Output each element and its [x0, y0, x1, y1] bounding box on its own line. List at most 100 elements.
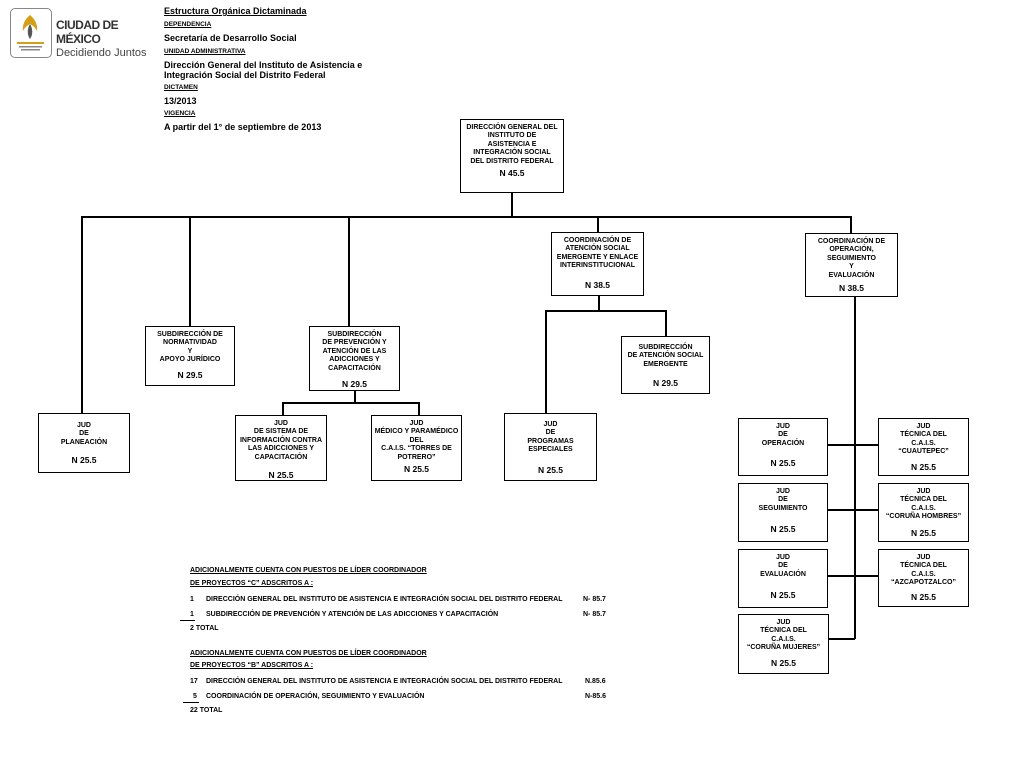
- logo-line1: CIUDAD DE MÉXICO: [56, 18, 119, 46]
- box-line: DE: [778, 496, 788, 504]
- box-line: JUD: [775, 554, 790, 561]
- notes-c-row1-level: N- 85.7: [583, 596, 606, 603]
- jud-coruna-mujeres-level: N 25.5: [770, 657, 797, 668]
- box-line: PLANEACIÓN: [60, 438, 108, 446]
- box-line: TÉCNICA DEL: [900, 496, 947, 504]
- dependencia-value: Secretaría de Desarrollo Social: [164, 33, 297, 43]
- notes-c-row2-underline: [180, 620, 195, 621]
- notes-c-row2-count: 1: [190, 611, 194, 618]
- box-line: “CORUÑA HOMBRES”: [885, 513, 962, 521]
- header-title: Estructura Orgánica Dictaminada: [164, 6, 307, 16]
- coordinacion-operacion-level: N 38.5: [838, 282, 865, 293]
- jud-azcapotzalco-level: N 25.5: [910, 591, 937, 602]
- box-line: C.A.I.S.: [911, 439, 936, 447]
- box-line: DE SISTEMA DE: [253, 428, 309, 436]
- notes-b-row2-underline: [183, 702, 199, 703]
- jud-sistema-level: N 25.5: [268, 469, 294, 480]
- logo-line2: Decidiendo Juntos: [56, 47, 147, 59]
- dictamen-value: 13/2013: [164, 96, 197, 106]
- vigencia-value: A partir del 1° de septiembre de 2013: [164, 122, 322, 132]
- notes-b-heading1: ADICIONALMENTE CUENTA CON PUESTOS DE LÍD…: [190, 650, 427, 657]
- box-line: JUD: [543, 421, 558, 428]
- notes-b-row1-count: 17: [190, 678, 198, 685]
- notes-b-row1-level: N.85.6: [585, 678, 606, 685]
- notes-b-row2-level: N-85.6: [585, 693, 607, 700]
- box-line: CAPACITACIÓN: [328, 364, 381, 372]
- box-line: OPERACIÓN,: [829, 246, 874, 254]
- box-line: INFORMACIÓN CONTRA: [239, 436, 323, 444]
- box-line: JUD: [916, 423, 931, 430]
- jud-planeacion-level: N 25.5: [71, 455, 97, 466]
- jud-cuautepec-level: N 25.5: [910, 461, 937, 472]
- box-line: INTERINSTITUCIONAL: [559, 262, 636, 270]
- box-line: DE: [79, 430, 89, 438]
- notes-b-row1-text: DIRECCIÓN GENERAL DEL INSTITUTO DE ASIST…: [206, 678, 563, 685]
- notes-c-row2-text: SUBDIRECCIÓN DE PREVENCIÓN Y ATENCIÓN DE…: [206, 611, 499, 618]
- notes-b-row2-count: 5: [193, 693, 197, 700]
- notes-b-heading2: DE PROYECTOS “B” ADSCRITOS A :: [190, 662, 314, 669]
- box-line: ADICCIONES Y: [329, 356, 380, 364]
- jud-seguimiento-level: N 25.5: [770, 524, 796, 535]
- box-line: “CUAUTEPEC”: [898, 448, 949, 456]
- box-line: SUBDIRECCIÓN: [327, 331, 382, 338]
- box-line: TÉCNICA DEL: [760, 627, 807, 635]
- jud-medico-level: N 25.5: [403, 463, 430, 474]
- box-line: NORMATIVIDAD: [163, 339, 217, 347]
- box-line: LAS ADICCIONES Y: [247, 445, 315, 453]
- logo-wordmark: CIUDAD DE MÉXICO Decidiendo Juntos: [56, 18, 152, 59]
- header-block: Estructura Orgánica Dictaminada DEPENDEN…: [164, 6, 464, 132]
- dictamen-label: DICTAMEN: [164, 84, 198, 91]
- jud-coruna-hombres-level: N 25.5: [910, 527, 937, 538]
- unidad-label: UNIDAD ADMINISTRATIVA: [164, 48, 246, 55]
- box-line: MÉDICO Y PARAMÉDICO: [374, 428, 459, 436]
- box-line: JUD: [775, 423, 790, 430]
- box-line: “CORUÑA MUJERES”: [746, 644, 821, 652]
- notes-c-heading1: ADICIONALMENTE CUENTA CON PUESTOS DE LÍD…: [190, 567, 427, 574]
- box-line: JUD: [76, 422, 91, 429]
- box-line: DEL DISTRITO FEDERAL: [470, 157, 554, 165]
- box-line: DIRECCIÓN GENERAL DEL: [466, 124, 558, 131]
- box-line: JUD: [916, 488, 931, 495]
- box-line: JUD: [273, 420, 288, 427]
- notes-c-heading2: DE PROYECTOS “C” ADSCRITOS A :: [190, 580, 314, 587]
- box-line: ESPECIALES: [528, 446, 573, 454]
- box-line: CAPACITACIÓN: [254, 453, 308, 461]
- box-line: COORDINACIÓN DE: [563, 237, 632, 244]
- box-line: ATENCIÓN DE LAS: [322, 347, 387, 355]
- box-line: EMERGENTE: [643, 360, 688, 368]
- box-line: SUBDIRECCIÓN: [638, 344, 693, 351]
- box-line: JUD: [409, 420, 424, 427]
- unidad-value-line2: Integración Social del Distrito Federal: [164, 70, 326, 80]
- box-line: DE: [778, 562, 788, 570]
- box-line: EMERGENTE Y ENLACE: [556, 253, 639, 261]
- box-line: DEL: [409, 436, 424, 444]
- notes-c-row2-level: N- 85.7: [583, 611, 606, 618]
- box-line: DE ATENCIÓN SOCIAL: [627, 352, 704, 360]
- notes-c-row1-text: DIRECCIÓN GENERAL DEL INSTITUTO DE ASIST…: [206, 596, 563, 603]
- notes-b-row2-text: COORDINACIÓN DE OPERACIÓN, SEGUIMIENTO Y…: [206, 693, 425, 700]
- subdireccion-emergente-level: N 29.5: [652, 378, 679, 389]
- vigencia-label: VIGENCIA: [164, 110, 196, 117]
- cdmx-logo-icon: [10, 8, 52, 58]
- box-line: EVALUACIÓN: [828, 271, 875, 279]
- box-line: OPERACIÓN: [761, 439, 805, 447]
- box-line: DE: [778, 431, 788, 439]
- box-line: APOYO JURÍDICO: [159, 356, 221, 364]
